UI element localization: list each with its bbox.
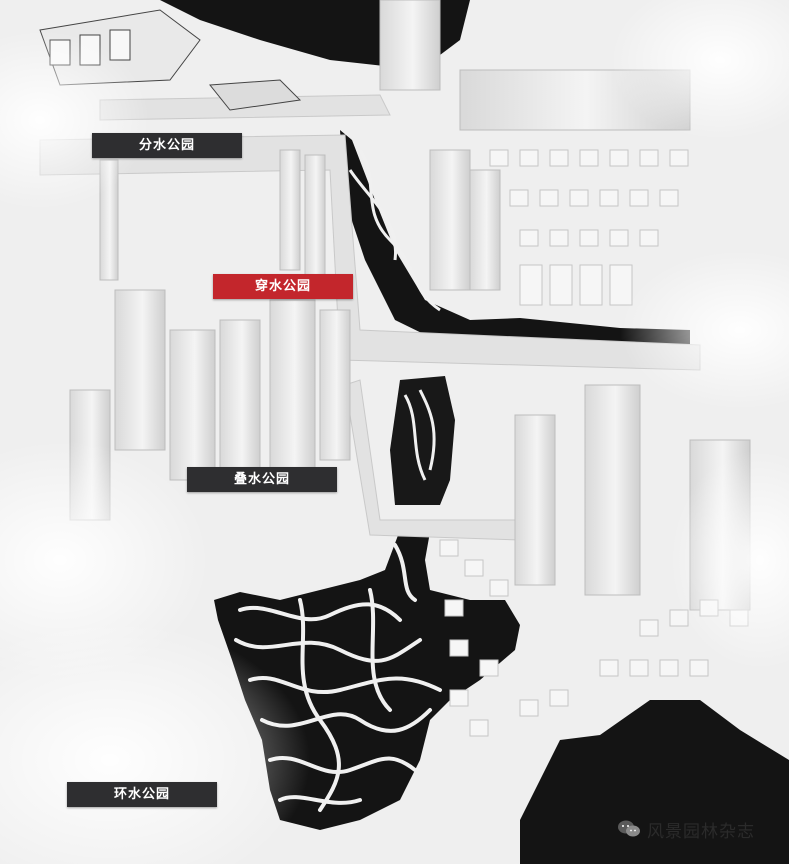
label-dieshui-park: 叠水公园 <box>187 467 337 492</box>
label-huanshui-park: 环水公园 <box>67 782 217 807</box>
label-chuanshui-park: 穿水公园 <box>213 274 353 299</box>
wechat-icon <box>618 820 640 837</box>
watermark: 风景园林杂志 <box>617 816 755 842</box>
watermark-text: 风景园林杂志 <box>647 821 755 842</box>
channel-swirl-pattern <box>348 149 441 481</box>
label-fenshui-park: 分水公园 <box>92 133 242 158</box>
river-east <box>520 700 789 864</box>
river-mid <box>390 376 455 505</box>
